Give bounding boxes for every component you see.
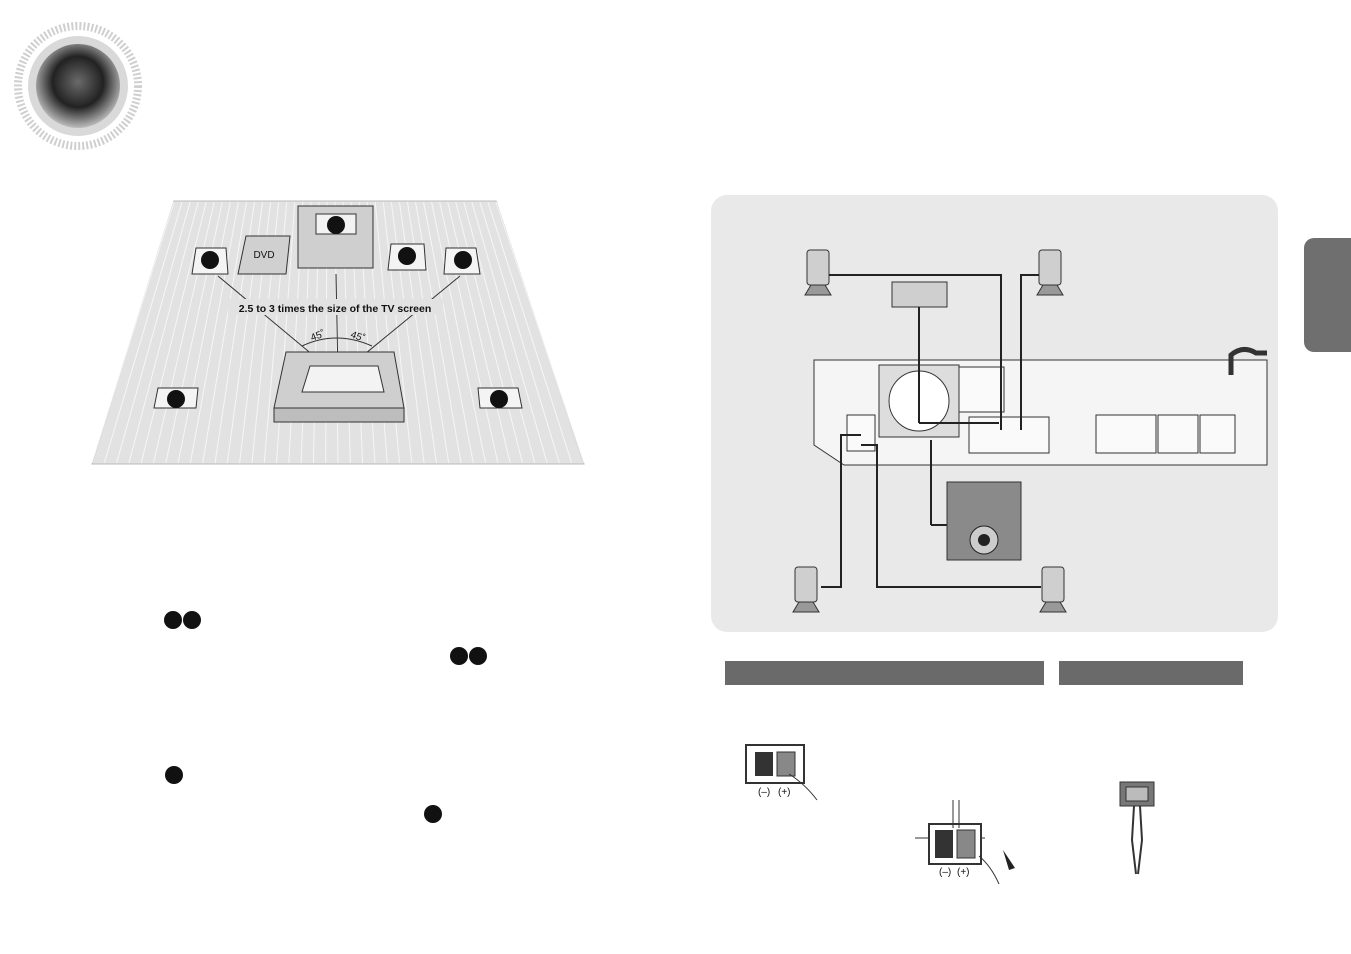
floor-plank-line <box>455 201 523 464</box>
body-marker-1a <box>164 611 182 629</box>
tv-unit <box>297 205 374 269</box>
terminal-press-illustration <box>745 744 818 801</box>
floor-plank-line <box>447 201 511 464</box>
floor-plank-line <box>431 201 487 464</box>
front-right-speaker-marker <box>398 247 416 265</box>
body-marker-3 <box>165 766 183 784</box>
floor-plank-line <box>479 201 560 464</box>
front-left-speaker <box>804 249 832 296</box>
rear-left-speaker <box>792 566 820 613</box>
terminal-2-plus-label: (+) <box>957 867 970 878</box>
floor-plank-line <box>140 201 207 464</box>
terminal-1-minus-label: (–) <box>758 787 771 798</box>
front-right-outer-speaker-marker <box>454 251 472 269</box>
floor-plank-line <box>423 201 474 464</box>
dvd-label: DVD <box>253 250 274 261</box>
speaker-placement-diagram: DVD 2.5 to 3 times the size of the TV sc… <box>91 200 585 465</box>
body-marker-2b <box>469 647 487 665</box>
floor-plank-line <box>202 201 247 464</box>
distance-label: 2.5 to 3 times the size of the TV screen <box>239 303 432 315</box>
floor-plank-line <box>487 201 573 464</box>
section-tab <box>1304 238 1351 352</box>
terminal-2-minus-label: (–) <box>939 867 952 878</box>
ferrite-core-header-bar <box>1059 661 1243 685</box>
body-marker-1b <box>183 611 201 629</box>
floor-plank-line <box>189 201 239 464</box>
floor-plank-line <box>153 201 215 464</box>
floor-plank-line <box>177 201 231 464</box>
front-right-speaker <box>1036 249 1064 296</box>
floor-plank-line <box>382 201 413 464</box>
floor-plank-line <box>471 201 548 464</box>
center-speaker <box>891 281 948 308</box>
front-left-speaker-marker <box>201 251 219 269</box>
subwoofer <box>946 481 1022 561</box>
rear-right-speaker <box>1039 566 1067 613</box>
floor-plank-line <box>165 201 223 464</box>
rear-right-speaker-marker <box>490 390 508 408</box>
floor-plank-line <box>495 201 585 464</box>
floor-plank-line <box>116 201 191 464</box>
floor-plank-line <box>91 201 175 464</box>
floor-plank-line <box>103 201 183 464</box>
terminal-1-plus-label: (+) <box>778 787 791 798</box>
speaker-disc-logo <box>14 22 142 150</box>
body-marker-2a <box>450 647 468 665</box>
terminal-insert-wire-illustration <box>915 800 1015 885</box>
body-marker-4 <box>424 805 442 823</box>
wiring-diagram <box>792 249 1268 613</box>
speaker-connection-header-bar <box>725 661 1044 685</box>
angle-left-label: 45˚ <box>309 328 327 344</box>
ferrite-core-illustration <box>1119 781 1155 875</box>
center-speaker-marker <box>327 216 345 234</box>
angle-right-label: 45˚ <box>349 329 367 345</box>
listening-seat <box>273 351 405 423</box>
rear-left-speaker-marker <box>167 390 185 408</box>
floor-plank-line <box>439 201 499 464</box>
floor-plank-line <box>128 201 199 464</box>
receiver-rear-panel <box>813 347 1268 466</box>
floor-plank-line <box>463 201 536 464</box>
dvd-player: DVD <box>237 235 291 275</box>
